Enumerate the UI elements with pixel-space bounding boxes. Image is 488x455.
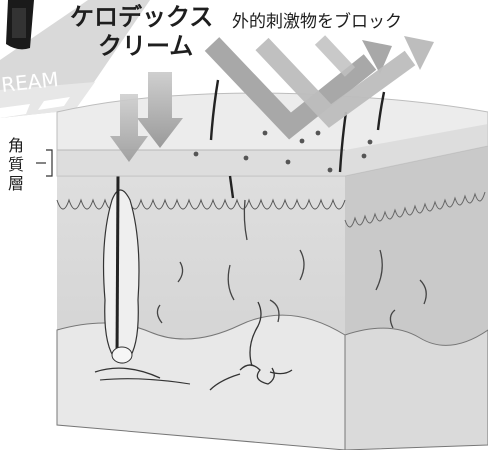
- product-title-line1: ケロデックス: [70, 3, 213, 31]
- block-caption: 外的刺激物をブロック: [232, 11, 402, 32]
- subcutaneous-side: [344, 327, 488, 451]
- surface-hairs: [209, 79, 386, 199]
- sweat-gland: [209, 301, 293, 391]
- block-arrows: [204, 35, 434, 140]
- epidermis-front: [56, 198, 346, 210]
- epidermis-side: [344, 191, 486, 228]
- dermis-fibers: [115, 199, 427, 329]
- stratum-corneum-label-1: 角: [8, 136, 24, 155]
- stratum-corneum-label-2: 質: [8, 155, 24, 174]
- absorption-arrows: [110, 72, 183, 162]
- skin-pores: [193, 130, 373, 173]
- hair-follicle: [94, 174, 191, 385]
- product-title-line2: クリーム: [98, 32, 193, 60]
- stratum-corneum-bracket: [36, 149, 53, 177]
- stratum-corneum-label-3: 層: [8, 174, 24, 193]
- package-text: REAM: [0, 67, 60, 97]
